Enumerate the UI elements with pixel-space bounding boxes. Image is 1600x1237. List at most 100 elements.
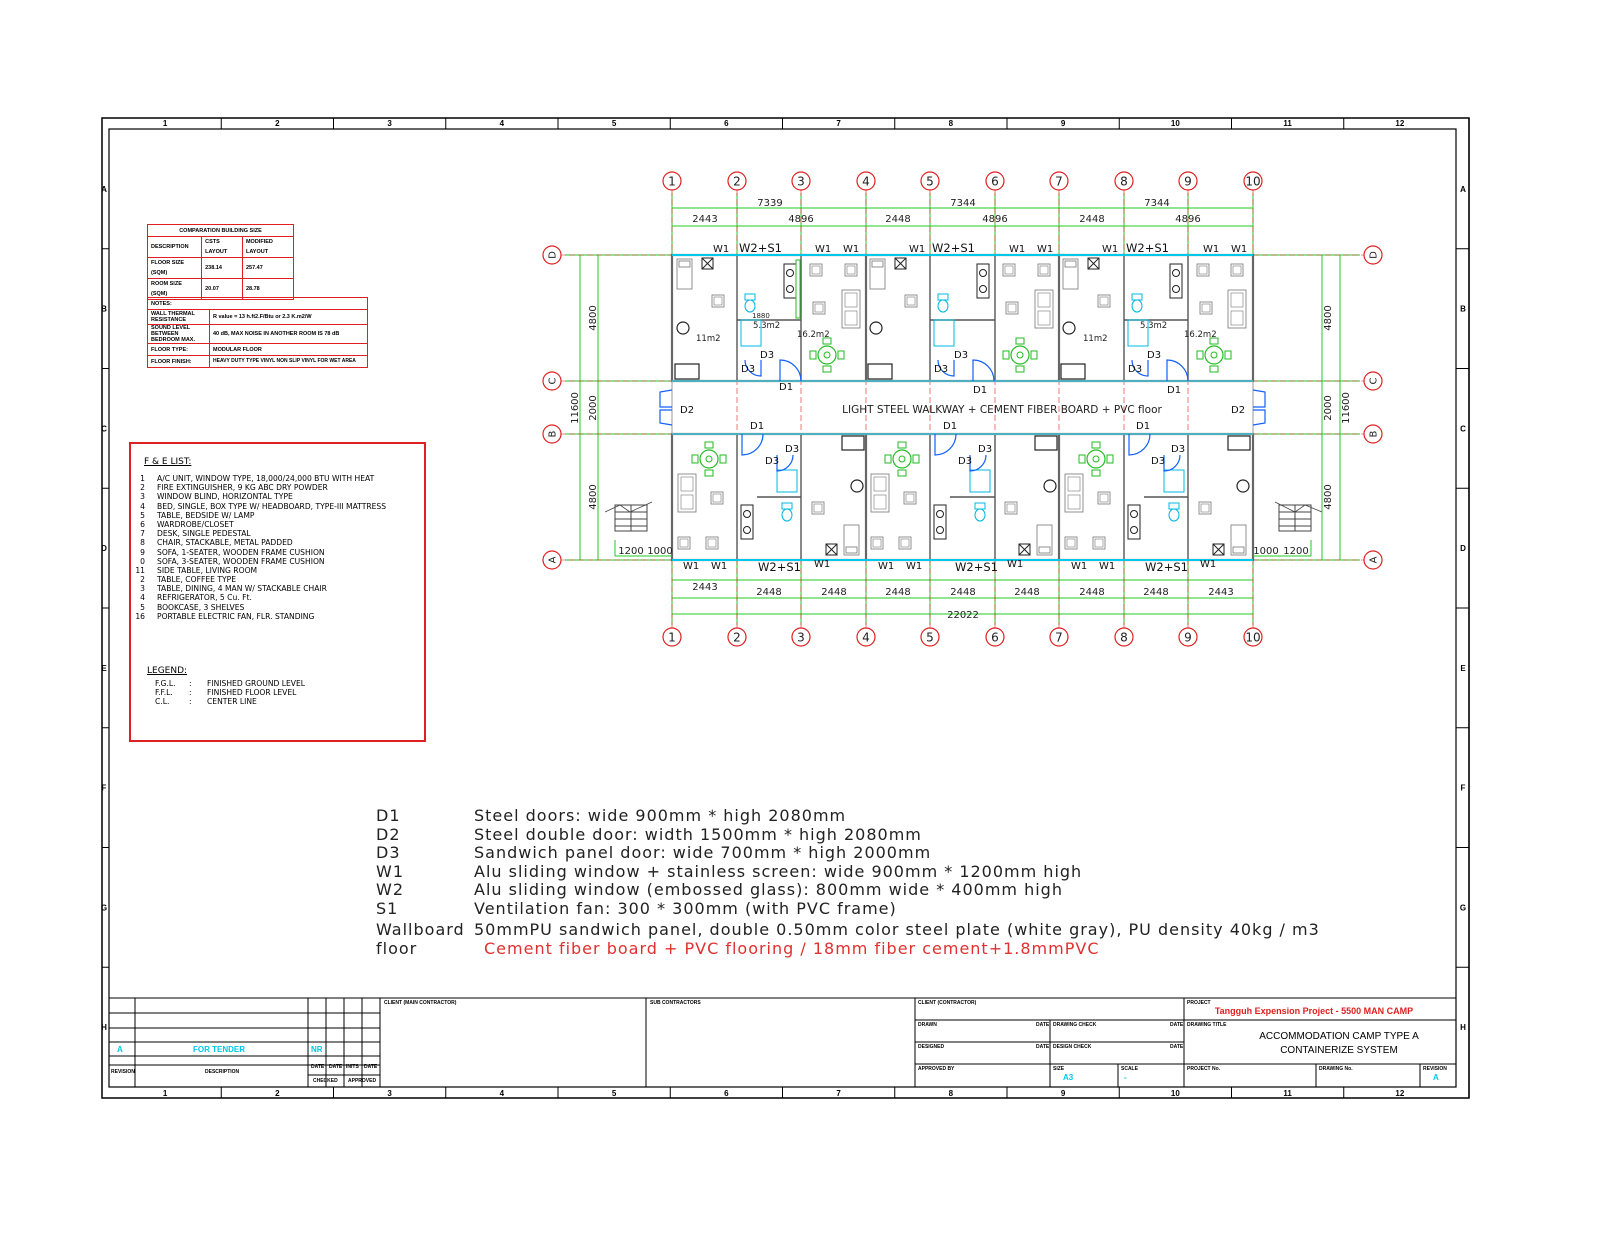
label-w1: W1 bbox=[1009, 244, 1025, 255]
label-w2s1: W2+S1 bbox=[932, 241, 975, 255]
column-label: 4 bbox=[500, 119, 505, 128]
grid-bubble-label: 1 bbox=[668, 631, 676, 645]
dim-bottom-9: 2443 bbox=[1208, 587, 1233, 598]
grid-bubble-label: 9 bbox=[1184, 175, 1192, 189]
legend-text: FINISHED GROUND LEVEL bbox=[207, 679, 306, 688]
spec-code: W2 bbox=[376, 880, 404, 899]
label-w1: W1 bbox=[878, 561, 894, 572]
label-w1: W1 bbox=[815, 244, 831, 255]
dim-bottom-3: 2448 bbox=[821, 587, 846, 598]
grid-bubble-label: B bbox=[1369, 430, 1380, 437]
date-col: DATE bbox=[311, 1064, 325, 1070]
label-w1: W1 bbox=[843, 244, 859, 255]
label-w1: W1 bbox=[1231, 244, 1247, 255]
dim-bottom-4: 2448 bbox=[885, 587, 910, 598]
grid-bubble bbox=[985, 627, 1005, 647]
grid-bubble-label: 10 bbox=[1245, 175, 1260, 189]
row-label: H bbox=[1460, 1023, 1466, 1032]
column-label: 2 bbox=[275, 1089, 280, 1098]
label-w1: W1 bbox=[814, 559, 830, 570]
row-label: F bbox=[1461, 784, 1466, 793]
comparation-table: COMPARATION BUILDING SIZE DESCRIPTION CS… bbox=[146, 224, 295, 300]
row-label: C bbox=[101, 424, 107, 433]
legend-sep: : bbox=[189, 679, 192, 688]
date-label: DATE bbox=[1170, 1022, 1184, 1028]
grid-bubble bbox=[1363, 550, 1383, 570]
date-label: DATE bbox=[1170, 1044, 1184, 1050]
spec-code: W1 bbox=[376, 861, 404, 881]
revision-description: FOR TENDER bbox=[193, 1045, 245, 1054]
scale-label: SCALE bbox=[1121, 1066, 1139, 1072]
fe-item-text: TABLE, BEDSIDE W/ LAMP bbox=[157, 510, 255, 520]
spec-code: floor bbox=[376, 938, 418, 958]
dim-top-minor-1: 2443 bbox=[692, 214, 717, 225]
date-label: DATE bbox=[1036, 1022, 1050, 1028]
row-label: H bbox=[101, 1023, 107, 1032]
grid-bubble bbox=[920, 171, 940, 191]
column-label: 6 bbox=[724, 119, 729, 128]
fe-item-text: SIDE TABLE, LIVING ROOM bbox=[157, 565, 258, 575]
fe-item-text: DESK, SINGLE PEDESTAL bbox=[157, 529, 251, 539]
label-d3: D3 bbox=[958, 456, 972, 467]
spec-description: Ventilation fan: 300 * 300mm (with PVC f… bbox=[474, 898, 897, 918]
label-w1: W1 bbox=[1071, 561, 1087, 572]
grid-bubble bbox=[1363, 245, 1383, 265]
dim-top-minor-4: 4896 bbox=[982, 214, 1007, 225]
fe-item-text: A/C UNIT, WINDOW TYPE, 18,000/24,000 BTU… bbox=[157, 474, 375, 483]
fe-item-number: 9 bbox=[140, 547, 145, 557]
dim-bottom-6: 2448 bbox=[1014, 587, 1039, 598]
notes-table: NOTES: WALL THERMAL RESISTANCE R value =… bbox=[147, 297, 368, 368]
label-d3: D3 bbox=[1147, 350, 1161, 361]
column-label: 7 bbox=[836, 1089, 841, 1098]
grid-bubble bbox=[1049, 171, 1069, 191]
area-room: 11m2 bbox=[1083, 334, 1108, 344]
dim-total: 22022 bbox=[947, 610, 979, 621]
label-w2s1: W2+S1 bbox=[739, 241, 782, 255]
fe-item-number: 3 bbox=[140, 584, 145, 594]
label-w2s1: W2+S1 bbox=[1126, 241, 1169, 255]
drawn-label: DRAWN bbox=[918, 1022, 937, 1028]
row-label: A bbox=[1460, 185, 1466, 194]
grid-bubble bbox=[662, 171, 682, 191]
grid-bubble-label: 6 bbox=[991, 175, 999, 189]
description-col: DESCRIPTION bbox=[205, 1069, 240, 1075]
dim-right-3: 4800 bbox=[1323, 484, 1334, 509]
fe-item-number: 8 bbox=[140, 538, 145, 548]
area-living: 16.2m2 bbox=[1184, 330, 1217, 340]
grid-bubble bbox=[1363, 424, 1383, 444]
scale-value: - bbox=[1124, 1073, 1127, 1082]
furniture bbox=[674, 257, 1251, 556]
column-label: 5 bbox=[612, 119, 617, 128]
spec-code: Wallboard bbox=[376, 920, 465, 939]
row-label: E bbox=[101, 664, 107, 673]
grid-bubble-label: D bbox=[1369, 251, 1380, 259]
grid-bubble-label: 8 bbox=[1120, 631, 1128, 645]
fe-item-number: 4 bbox=[140, 501, 145, 511]
spec-description: Steel double door: width 1500mm * high 2… bbox=[474, 824, 922, 844]
drawing-check-label: DRAWING CHECK bbox=[1053, 1022, 1097, 1028]
grid-bubble bbox=[542, 245, 562, 265]
row-label: B bbox=[1460, 305, 1466, 314]
grid-bubble bbox=[542, 371, 562, 391]
fe-item-text: REFRIGERATOR, 5 Cu. Ft. bbox=[157, 593, 252, 603]
grid-bubble bbox=[727, 627, 747, 647]
date-col: DATE bbox=[364, 1064, 378, 1070]
column-label: 10 bbox=[1171, 1089, 1180, 1098]
grid-bubble-label: 1 bbox=[668, 175, 676, 189]
date-col: DATE bbox=[329, 1064, 343, 1070]
label-d1: D1 bbox=[1136, 421, 1150, 432]
dim-bottom-1: 2443 bbox=[692, 582, 717, 593]
drawing-title-label: DRAWING TITLE bbox=[1187, 1022, 1227, 1028]
grid-bubble bbox=[856, 627, 876, 647]
